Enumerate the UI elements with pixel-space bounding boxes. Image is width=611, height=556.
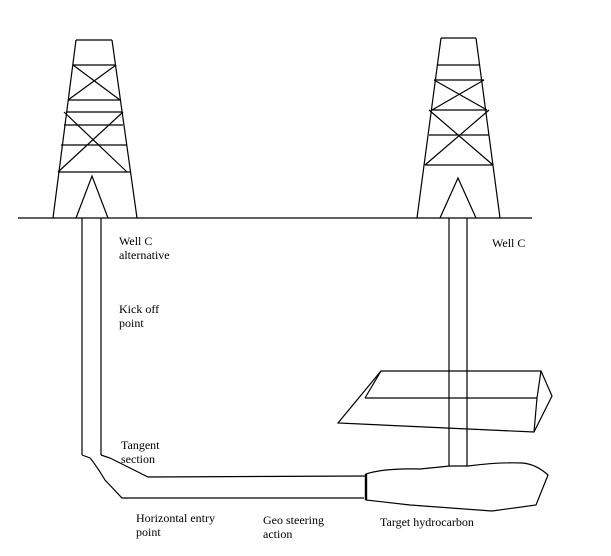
label-horizontal-entry-point: Horizontal entry point [136,511,215,539]
right-derrick-icon [416,37,501,219]
label-well-c-alternative-line1: Well C [119,234,153,248]
label-kick-off-line1: Kick off [119,302,160,316]
label-horizontal-entry-line2: point [136,525,161,539]
label-geo-steering-action: Geo steering action [263,513,324,541]
label-kick-off-point: Kick off point [119,302,159,330]
label-geo-steering-line2: action [263,527,293,541]
label-well-c-text: Well C [492,236,526,250]
geological-layer-slab [336,370,553,433]
label-geo-steering-line1: Geo steering [263,513,324,527]
alternative-wellbore [81,218,367,499]
label-kick-off-line2: point [119,316,144,330]
label-well-c-alternative-line2: alternative [119,248,170,262]
label-target-hydrocarbon-text: Target hydrocarbon [380,515,474,529]
well-c-wellbore [448,218,468,466]
label-well-c-alternative: Well C alternative [119,234,170,262]
label-horizontal-entry-line1: Horizontal entry [136,511,215,525]
target-hydrocarbon-reservoir [365,462,549,512]
label-tangent-section: Tangent section [121,438,159,466]
label-target-hydrocarbon: Target hydrocarbon [380,515,474,529]
label-tangent-line1: Tangent [121,438,160,452]
left-derrick-icon [52,39,138,219]
label-well-c: Well C [492,236,525,250]
label-tangent-line2: section [121,452,155,466]
